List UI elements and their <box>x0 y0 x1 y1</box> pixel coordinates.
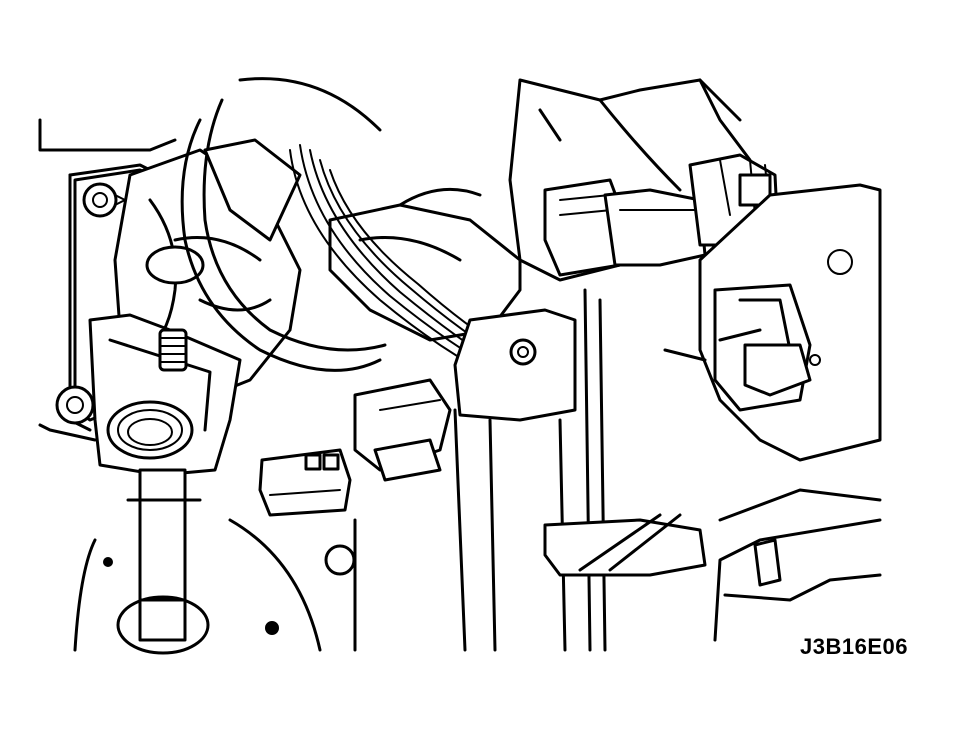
lower-right-latch <box>543 488 882 642</box>
bracket-nut-upper <box>82 182 126 218</box>
pinch-bolt <box>158 328 188 372</box>
column-mount-plate <box>453 308 577 422</box>
clockspring-ring <box>180 77 387 372</box>
figure-code-label: J3B16E06 <box>800 634 908 659</box>
pinch-bolt-yoke <box>88 313 242 477</box>
connector-lower-middle <box>353 378 452 482</box>
connector-lower-left <box>258 448 352 517</box>
bracket-nut-lower <box>55 385 95 425</box>
connector-upper-middle <box>603 188 707 267</box>
right-side-module <box>663 183 882 462</box>
dash-lower-panel <box>324 288 607 652</box>
steering-shaft <box>73 468 322 655</box>
